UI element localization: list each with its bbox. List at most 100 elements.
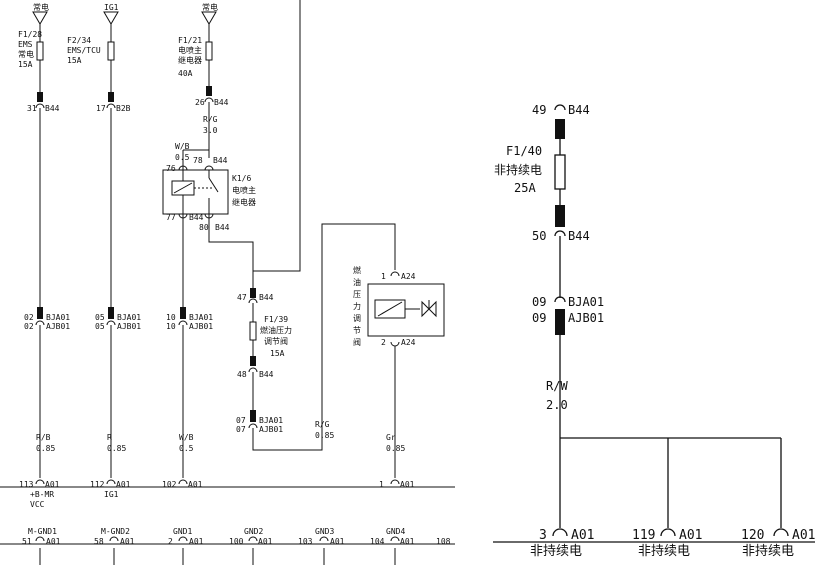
ground-conn: A01 — [120, 537, 135, 546]
ground-label: M-GND2 — [101, 527, 130, 536]
connector-name: B44 — [568, 103, 590, 117]
fuse-id: F1/40 — [506, 144, 542, 158]
supply-label: IG1 — [104, 3, 119, 12]
pin-a: 07 — [236, 416, 246, 425]
connector-b44-31: 31 B44 — [27, 92, 60, 113]
valve-label-char: 燃 — [353, 265, 361, 275]
pin-line2: VCC — [30, 500, 45, 509]
relay-pin-conn: B44 — [215, 223, 230, 232]
pin-a: 09 — [532, 295, 546, 309]
fuse-rating: 15A — [270, 349, 285, 358]
coil-wire-color: W/B — [175, 142, 190, 151]
supply-symbol-3: 常电 — [201, 2, 218, 25]
wire-label-size: 3.0 — [203, 126, 218, 135]
wire-size: 0.85 — [386, 444, 405, 453]
valve-conn-top: A24 — [401, 272, 416, 281]
right-output-pin-3: 3 A01 非持续电 — [530, 528, 594, 559]
pin-b: 05 — [95, 322, 105, 331]
ground-pin: 103 — [298, 537, 313, 546]
conn-b: AJB01 — [46, 322, 70, 331]
right-output-pin-119: 119 A01 非持续电 — [632, 528, 702, 559]
fuse-id: F1/28 — [18, 30, 42, 39]
conn-a: BJA01 — [259, 416, 283, 425]
relay-pin-76: 76 — [166, 164, 176, 173]
fuse-line1: EMS — [18, 40, 33, 49]
fuse-label: 非持续电 — [494, 162, 542, 177]
pin-number: 49 — [532, 103, 546, 117]
fuse-f1-28: F1/28 EMS 常电 15A — [18, 24, 44, 92]
coil-wire-size: 0.5 — [175, 153, 190, 162]
connector-name: A01 — [116, 480, 131, 489]
connector-name: B44 — [214, 98, 229, 107]
wire-size: 2.0 — [546, 398, 568, 412]
fuel-pressure-valve: 1 A24 2 A24 燃 油 压 力 调 节 阀 — [321, 223, 445, 478]
fuse-line2: 继电器 — [178, 55, 202, 65]
ground-label: M-GND1 — [28, 527, 57, 536]
connector-bja-05: 05 BJA01 05 AJB01 — [95, 307, 141, 331]
conn-b: AJB01 — [117, 322, 141, 331]
relay-id: K1/6 — [232, 174, 251, 183]
pin-number: 113 — [19, 480, 34, 489]
wire-size: 0.5 — [179, 444, 194, 453]
wire-color: Gr — [386, 433, 396, 442]
relay-pin-conn: B44 — [213, 156, 228, 165]
conn-b: AJB01 — [189, 322, 213, 331]
relay-k1-6: W/B 0.5 76 78 B44 77 B44 80 B44 K1/6 电喷主… — [162, 142, 256, 232]
fuse-rating: 40A — [178, 69, 193, 78]
fuse-rating: 15A — [67, 56, 82, 65]
valve-label-char: 压 — [353, 290, 361, 299]
fuse-line2: 调节阀 — [264, 337, 288, 346]
pin-number: 3 — [539, 528, 547, 543]
pin-number: 50 — [532, 229, 546, 243]
pin-a: 02 — [24, 313, 34, 322]
fuse-f2-34: F2/34 EMS/TCU 15A — [67, 24, 115, 92]
connector-name: B44 — [568, 229, 590, 243]
ground-pin: 108 — [436, 537, 451, 546]
ground-conn: A01 — [189, 537, 204, 546]
ground-conn: A01 — [258, 537, 273, 546]
connector-name: A01 — [188, 480, 203, 489]
pin-number: 102 — [162, 480, 177, 489]
ground-pin: 51 — [22, 537, 32, 546]
ground-label: GND3 — [315, 527, 334, 536]
relay-line1: 电喷主 — [232, 185, 256, 195]
output-label: 非持续电 — [742, 544, 794, 559]
wire-label-color: R/G — [203, 115, 218, 124]
right-connector-bja-09: 09 BJA01 09 AJB01 — [532, 295, 604, 335]
conn-a: BJA01 — [189, 313, 213, 322]
pin-number: 26 — [195, 98, 205, 107]
fuse-f1-21: F1/21 电喷主 继电器 40A — [178, 24, 213, 92]
connector-name: A01 — [679, 528, 702, 543]
fuse-id: F2/34 — [67, 36, 91, 45]
ecu-pin-112: 112 A01 IG1 — [90, 479, 131, 499]
connector-b2b-17: 17 B2B — [96, 92, 131, 113]
connector-name: A01 — [400, 480, 415, 489]
wire-size: 0.85 — [36, 444, 55, 453]
pin-number: 120 — [741, 528, 764, 543]
connector-name: A01 — [792, 528, 815, 543]
pin-out: 48 — [237, 370, 247, 379]
wire-color: R/G — [315, 420, 330, 429]
valve-pin-top: 1 — [381, 272, 386, 281]
fuse-id: F1/39 — [264, 315, 288, 324]
ecu-pin-113: 113 A01 +B-MR VCC — [19, 479, 60, 509]
ground-pin: 2 — [168, 537, 173, 546]
pin-number: 112 — [90, 480, 105, 489]
relay-line2: 继电器 — [232, 197, 256, 207]
relay-pin-conn: B44 — [189, 213, 204, 222]
supply-symbol-1: 常电 — [32, 2, 49, 25]
conn-in: B44 — [259, 293, 274, 302]
ground-pin: 100 — [229, 537, 244, 546]
pin-number: 17 — [96, 104, 106, 113]
ground-label: GND1 — [173, 527, 192, 536]
fuse-line2: 常电 — [18, 49, 34, 59]
pin-b: 09 — [532, 311, 546, 325]
connector-name: B2B — [116, 104, 131, 113]
valve-label-char: 力 — [353, 301, 361, 311]
connector-name: A01 — [45, 480, 60, 489]
right-fuse-f1-40: F1/40 非持续电 25A — [494, 144, 566, 205]
conn-b: AJB01 — [568, 311, 604, 325]
fuse-f1-39: 47 B44 48 B44 F1/39 燃油压力 调节阀 15A — [237, 288, 292, 379]
connector-bja-10: 10 BJA01 10 AJB01 — [166, 307, 213, 331]
